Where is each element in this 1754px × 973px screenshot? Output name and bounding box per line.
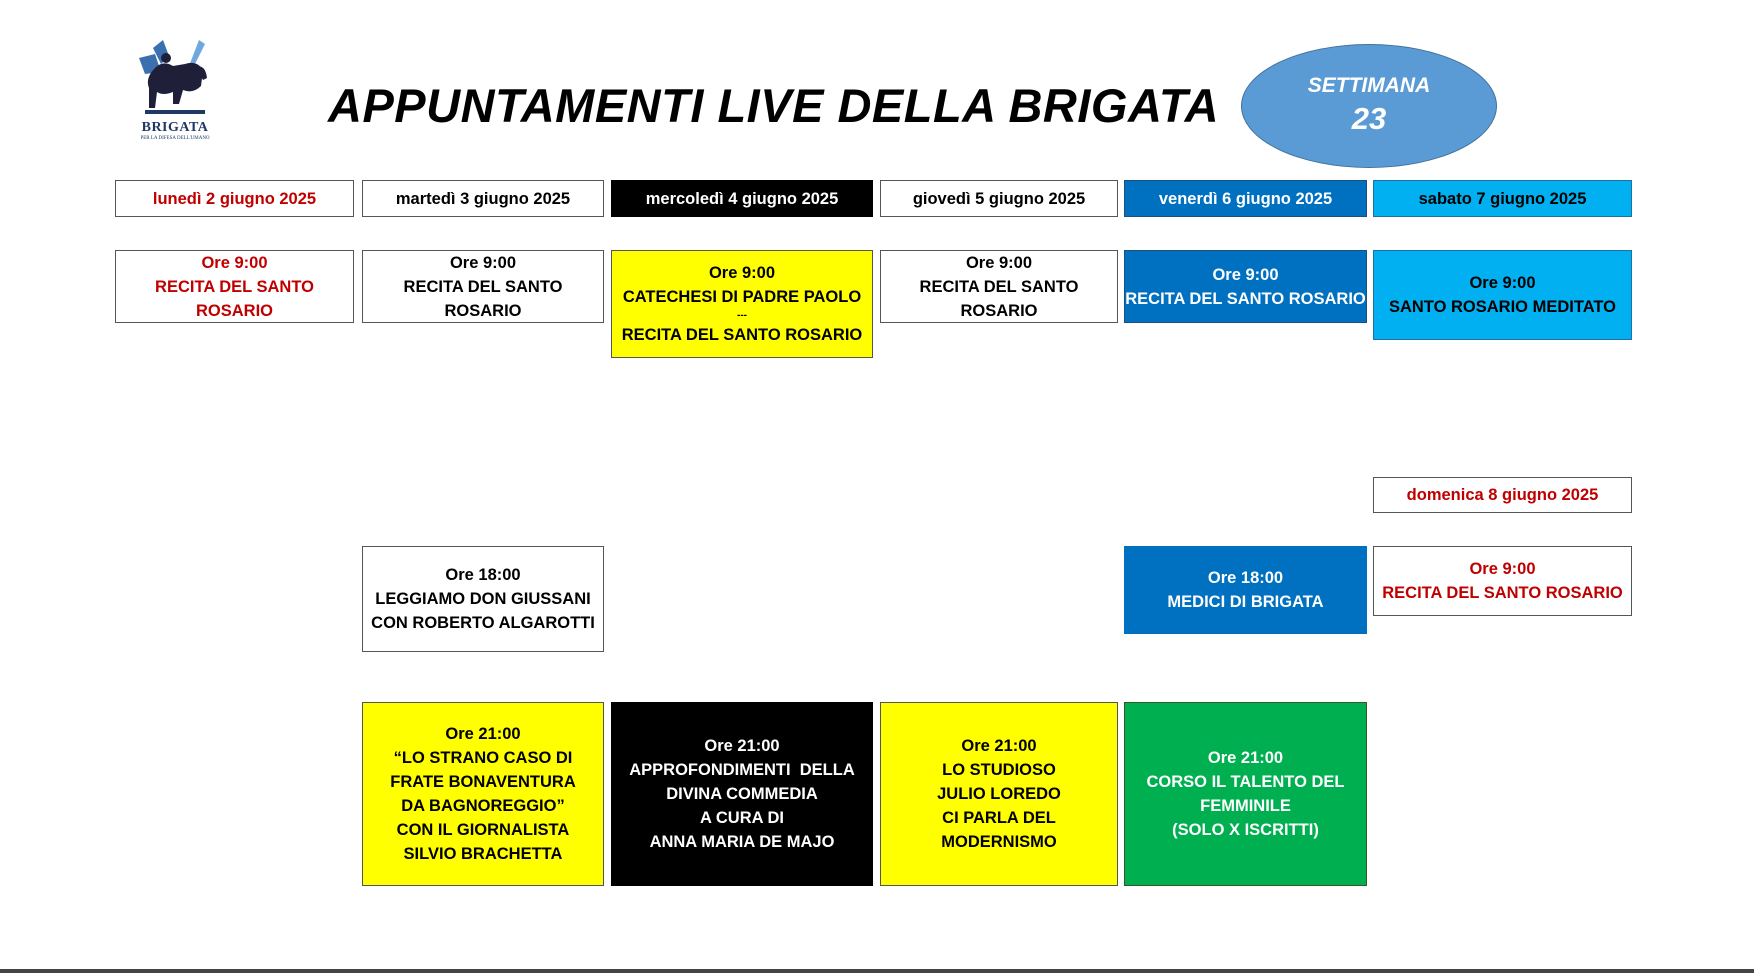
event-time: Ore 9:00 [1212,265,1279,284]
event-line-4: ANNA MARIA DE MAJO [649,833,835,851]
day-header-fri: venerdì 6 giugno 2025 [1124,180,1367,217]
event-line-4: MODERNISMO [941,833,1057,851]
event-line-2: JULIO LOREDO [937,785,1061,803]
event-line-1: “LO STRANO CASO DI [393,749,573,767]
event-time: Ore 21:00 [1207,749,1284,767]
event-separator: --- [737,310,747,321]
event-line-3: CI PARLA DEL [942,809,1056,827]
event-line-2: DIVINA COMMEDIA [666,785,818,803]
event-title-2: CON ROBERTO ALGAROTTI [371,614,595,632]
event-title: SANTO ROSARIO MEDITATO [1388,298,1617,316]
event-title: RECITA DEL SANTO ROSARIO [403,277,563,320]
event-time: Ore 9:00 [201,253,268,272]
day-header-label: domenica 8 giugno 2025 [1406,486,1599,504]
event-line-1: CORSO IL TALENTO DEL [1146,773,1345,791]
event-title: CATECHESI DI PADRE PAOLO [622,288,862,306]
event-time: Ore 18:00 [1207,569,1284,587]
event-time: Ore 9:00 [708,264,776,282]
week-number: 23 [1351,101,1387,136]
day-header-mon: lunedì 2 giugno 2025 [115,180,354,217]
event-title: RECITA DEL SANTO ROSARIO [155,277,314,320]
event-line-3: (SOLO X ISCRITTI) [1172,821,1319,839]
logo-subtext: PER LA DIFESA DELL'UMANO [140,136,210,141]
event-time: Ore 9:00 [1469,560,1536,578]
day-header-tue: martedì 3 giugno 2025 [362,180,604,217]
event-title: MEDICI DI BRIGATA [1167,593,1324,611]
event-time: Ore 9:00 [449,253,517,272]
event-fri-evening: Ore 21:00 CORSO IL TALENTO DEL FEMMINILE… [1124,702,1367,886]
event-time: Ore 18:00 [445,566,521,584]
event-tue-morning: Ore 9:00 RECITA DEL SANTO ROSARIO [362,250,604,323]
event-line-5: SILVIO BRACHETTA [403,845,563,863]
event-mon-morning: Ore 9:00 RECITA DEL SANTO ROSARIO [115,250,354,323]
event-time: Ore 21:00 [445,725,521,743]
week-label: SETTIMANA [1307,74,1431,97]
brigata-logo-icon [139,40,207,114]
event-line-4: CON IL GIORNALISTA [396,821,570,839]
day-header-label: venerdì 6 giugno 2025 [1158,189,1333,208]
day-header-label: lunedì 2 giugno 2025 [152,189,317,208]
event-thu-morning: Ore 9:00 RECITA DEL SANTO ROSARIO [880,250,1118,323]
event-time: Ore 21:00 [704,737,780,755]
day-header-label: sabato 7 giugno 2025 [1418,189,1587,208]
event-wed-morning: Ore 9:00 CATECHESI DI PADRE PAOLO --- RE… [611,250,873,358]
day-header-wed: mercoledì 4 giugno 2025 [611,180,873,217]
day-header-sun: domenica 8 giugno 2025 [1373,477,1632,513]
event-line-2: FRATE BONAVENTURA [390,773,576,791]
day-header-label: martedì 3 giugno 2025 [395,189,571,208]
brigata-logo: BRIGATA PER LA DIFESA DELL'UMANO [133,38,217,146]
event-thu-evening: Ore 21:00 LO STUDIOSO JULIO LOREDO CI PA… [880,702,1118,886]
event-title: LEGGIAMO DON GIUSSANI [375,590,591,608]
event-fri-morning: Ore 9:00 RECITA DEL SANTO ROSARIO [1124,250,1367,323]
event-line-1: LO STUDIOSO [942,761,1056,779]
bottom-divider [0,969,1754,973]
event-line-1: APPROFONDIMENTI DELLA [629,761,855,779]
event-title-2: RECITA DEL SANTO ROSARIO [621,326,863,344]
day-header-label: giovedì 5 giugno 2025 [912,189,1086,208]
event-tue-afternoon: Ore 18:00 LEGGIAMO DON GIUSSANI CON ROBE… [362,546,604,652]
day-header-thu: giovedì 5 giugno 2025 [880,180,1118,217]
day-header-label: mercoledì 4 giugno 2025 [645,189,839,208]
event-time: Ore 9:00 [1469,274,1536,292]
event-sat-morning: Ore 9:00 SANTO ROSARIO MEDITATO [1373,250,1632,340]
page-title: APPUNTAMENTI LIVE DELLA BRIGATA [328,79,1220,132]
day-header-sat: sabato 7 giugno 2025 [1373,180,1632,217]
event-time: Ore 21:00 [961,737,1037,755]
event-title: RECITA DEL SANTO ROSARIO [919,277,1079,320]
event-wed-evening: Ore 21:00 APPROFONDIMENTI DELLA DIVINA C… [611,702,873,886]
logo-text: BRIGATA [141,120,209,135]
event-time: Ore 9:00 [965,253,1033,272]
event-sun-morning: Ore 9:00 RECITA DEL SANTO ROSARIO [1373,546,1632,616]
event-fri-afternoon: Ore 18:00 MEDICI DI BRIGATA [1124,546,1367,634]
event-tue-evening: Ore 21:00 “LO STRANO CASO DI FRATE BONAV… [362,702,604,886]
week-badge: SETTIMANA 23 [1241,44,1497,168]
event-title: RECITA DEL SANTO ROSARIO [1125,289,1366,308]
event-title: RECITA DEL SANTO ROSARIO [1382,584,1623,602]
event-line-3: A CURA DI [699,809,785,827]
event-line-2: FEMMINILE [1200,797,1291,815]
event-line-3: DA BAGNOREGGIO” [401,797,565,815]
